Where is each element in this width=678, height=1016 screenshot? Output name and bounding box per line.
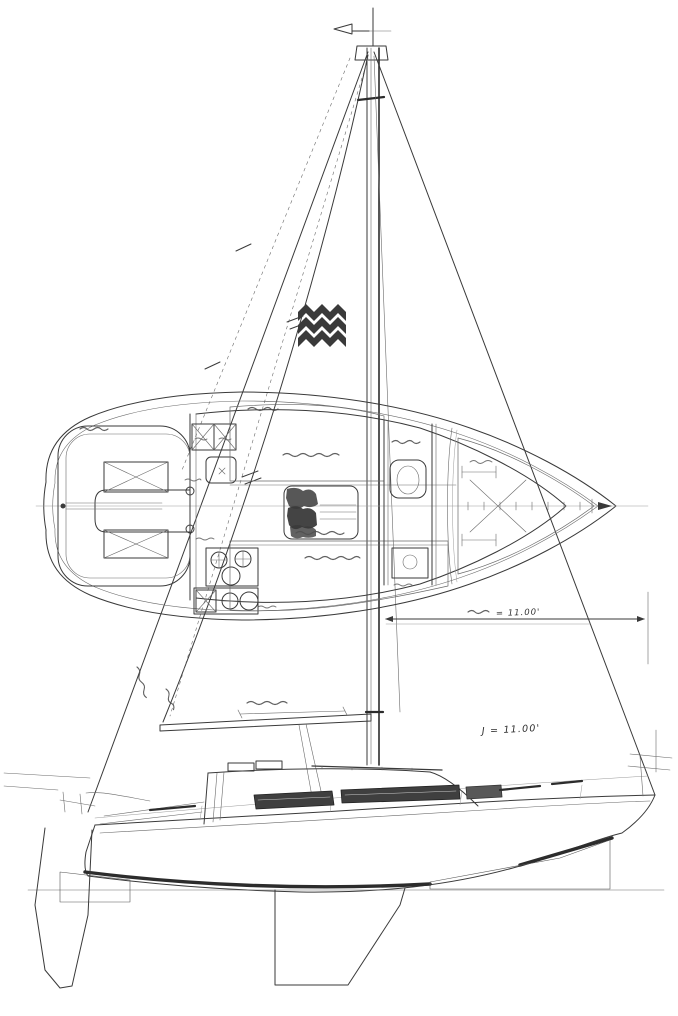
cockpit-seat-hatch [103,529,169,559]
rigging-stays [87,51,656,813]
port-window [340,784,461,804]
foretriangle-dimension-label: = 11.00' [496,607,541,619]
stern-pushpit [59,791,96,815]
cockpit-footwell [94,489,191,533]
rub-rail-line [99,800,651,834]
waterline-shading [59,871,131,903]
galley-lockers [191,423,237,484]
boom [159,713,372,803]
toilet [389,459,427,499]
port-window [253,790,335,810]
wind-vane-icon [333,23,370,35]
cockpit-seat-hatch [103,461,169,493]
cabin-trunk-profile [203,760,479,825]
illegible-plan-labels [79,406,493,609]
main-leech-curve [162,54,369,723]
backstay-line [87,51,369,813]
fin-keel [274,887,406,986]
galley-stove [205,547,259,587]
sail-plan [87,7,656,813]
centerline-arrow [598,502,612,510]
galley-sink-unit [193,587,259,615]
tiller-pivot [60,503,66,509]
leech-chord [169,57,369,717]
spreader-mark [356,95,386,102]
settee-berths [229,404,457,612]
rudder [34,827,93,989]
handrail [311,765,443,771]
companionway [212,772,218,823]
cabin-table [283,485,359,540]
illegible-stay-label [165,688,175,711]
head-compartment [383,419,437,586]
boot-stripe [518,836,614,867]
cabin-windows [253,784,503,810]
illegible-stay-label [136,666,147,699]
hull-outline-inner [52,400,599,612]
mainsheet-line [298,724,314,803]
hull-profile [3,713,673,989]
vanity-unit [391,547,429,579]
sliding-hatch [227,762,255,772]
deck-accent [550,779,584,786]
jib-leech-line [373,55,401,713]
cockpit [57,425,195,587]
bow-pulpit [627,729,673,797]
boom-dimension [237,700,348,719]
deck-accent [498,784,542,792]
sail-insignia [298,304,346,347]
dimension-annotations: = 11.00' J = 11.00' [136,591,649,737]
boot-stripe [83,870,432,889]
hull-outline-outer [43,391,617,621]
masthead-cap [354,45,389,61]
forestay-line [373,51,656,796]
tiller-profile [85,792,151,802]
sheer-line [94,794,656,826]
v-berth [447,427,595,585]
masthead-assembly [333,7,392,61]
waterline-shading [429,839,611,890]
port-window [465,784,503,800]
locker-unit [205,456,237,484]
sliding-hatch [255,760,283,770]
j-dimension-label: J = 11.00' [480,723,541,737]
illegible-dimension-prefix [467,609,490,615]
deck-accent [148,804,197,812]
stay-reference-line [181,57,351,471]
deck-plan [35,391,649,621]
table-label-scribble [295,530,345,536]
hull-body [84,794,656,893]
mast [356,47,386,766]
